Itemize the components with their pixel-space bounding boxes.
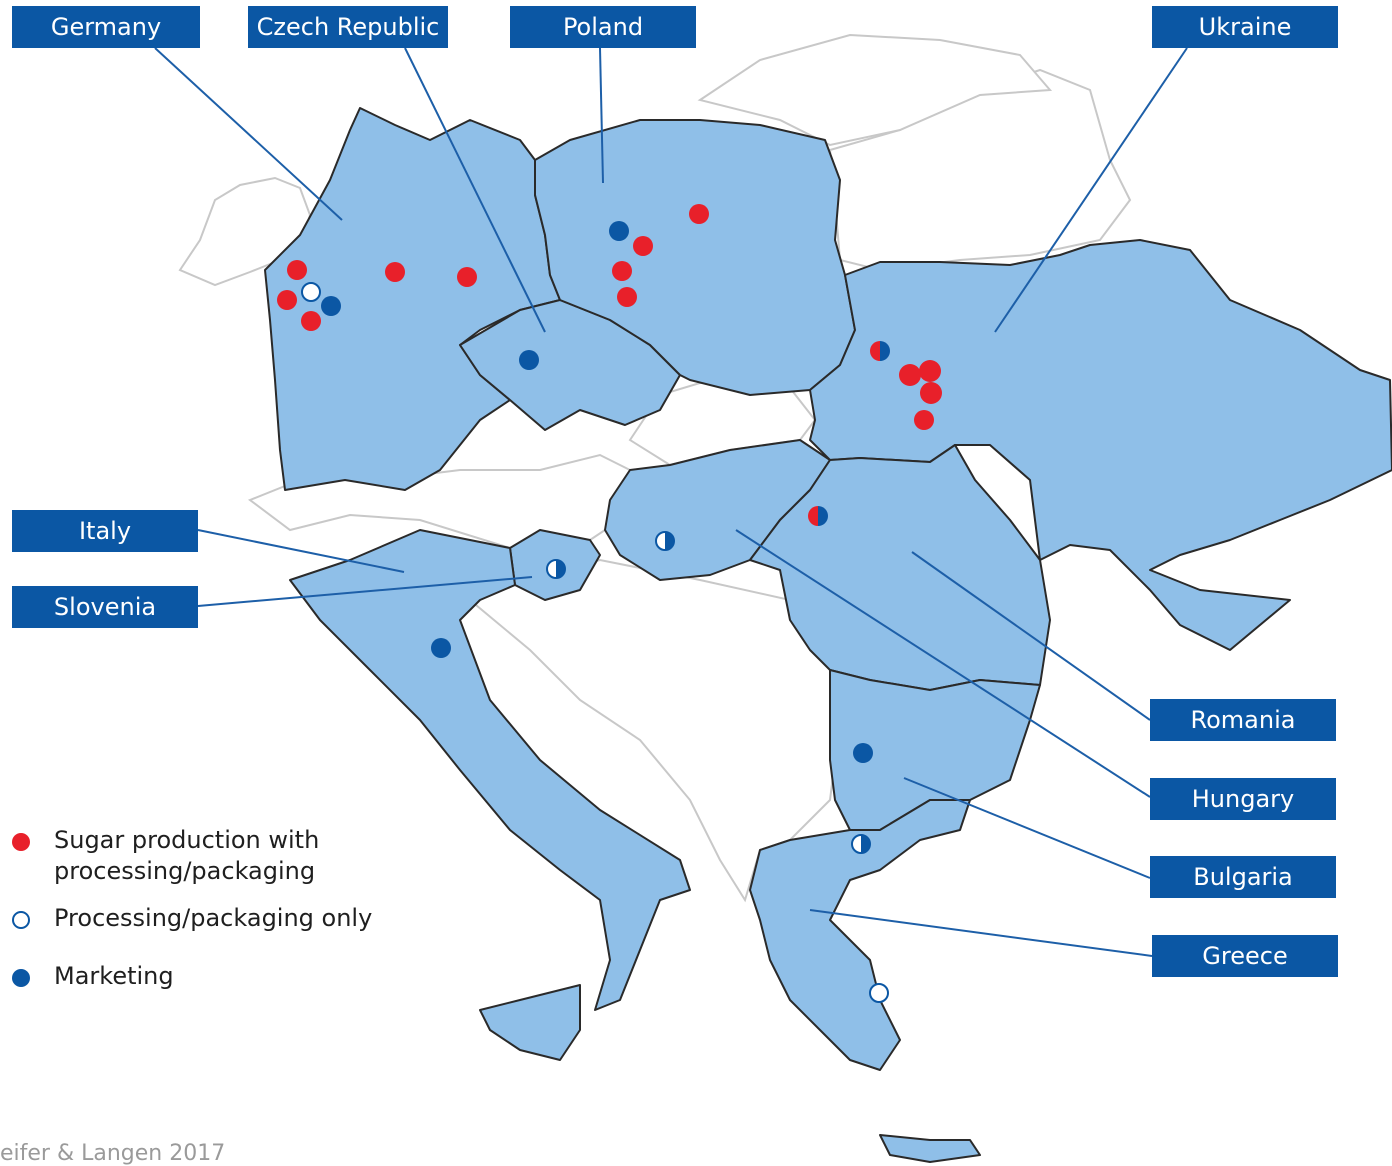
sugar-site [920,382,942,404]
sugar-site [689,204,709,224]
marketing-site [519,350,539,370]
leader-greece [809,909,1153,957]
mixed-processing-marketing-site [851,834,871,854]
map-legend: Sugar production with processing/packagi… [8,825,372,992]
sugar-site [385,262,405,282]
leader-ukraine [994,47,1188,333]
label-bulgaria: Bulgaria [1150,856,1336,898]
legend-label-sugar: Sugar production with processing/packagi… [54,826,320,885]
legend-label-marketing: Marketing [54,962,174,990]
legend-item-sugar: Sugar production with processing/packagi… [8,825,354,887]
marketing-site [853,743,873,763]
label-czech-republic: Czech Republic [248,6,448,48]
sugar-site [914,410,934,430]
label-slovenia: Slovenia [12,586,198,628]
sugar-site [633,236,653,256]
marketing-dot-icon [12,969,30,987]
legend-item-marketing: Marketing [8,961,372,992]
processing-site [301,282,321,302]
leader-poland [599,47,604,184]
leader-romania [911,551,1151,721]
sugar-site [457,267,477,287]
label-ukraine: Ukraine [1152,6,1338,48]
sugar-site [612,261,632,281]
marketing-site [609,221,629,241]
leader-bulgaria [903,777,1151,879]
country-shape-bulgaria [829,669,1041,831]
country-shape-greece [749,799,971,1071]
country-shape-sicily [479,984,581,1061]
processing-dot-icon [12,911,30,929]
label-italy: Italy [12,510,198,552]
site-markers [277,204,942,1003]
marketing-site [321,296,341,316]
sugar-site [301,311,321,331]
sugar-site [287,260,307,280]
label-romania: Romania [1150,699,1336,741]
marketing-site [431,638,451,658]
leader-germany [154,47,343,221]
mixed-sugar-marketing-site [870,341,890,361]
leader-hungary [735,529,1151,798]
leader-italy [197,529,405,573]
country-shape-italy [289,529,691,1011]
leader-lines [154,47,1188,957]
sugar-dot-icon [12,833,30,851]
sugar-site [919,360,941,382]
legend-label-processing: Processing/packaging only [54,904,373,932]
legend-item-processing: Processing/packaging only [8,903,372,934]
label-germany: Germany [12,6,200,48]
sugar-site [277,290,297,310]
mixed-processing-marketing-site [546,559,566,579]
processing-site [869,983,889,1003]
leader-czech [404,47,546,333]
label-hungary: Hungary [1150,778,1336,820]
sugar-site [617,287,637,307]
highlighted-countries [264,107,1392,1163]
leader-slovenia [197,576,533,607]
label-greece: Greece [1152,935,1338,977]
sugar-site [899,364,921,386]
country-shape-crete [879,1134,981,1163]
label-poland: Poland [510,6,696,48]
neighbor-countries [178,33,1132,903]
source-note: eifer & Langen 2017 [0,1141,226,1166]
mixed-sugar-marketing-site [808,506,828,526]
mixed-processing-marketing-site [655,531,675,551]
